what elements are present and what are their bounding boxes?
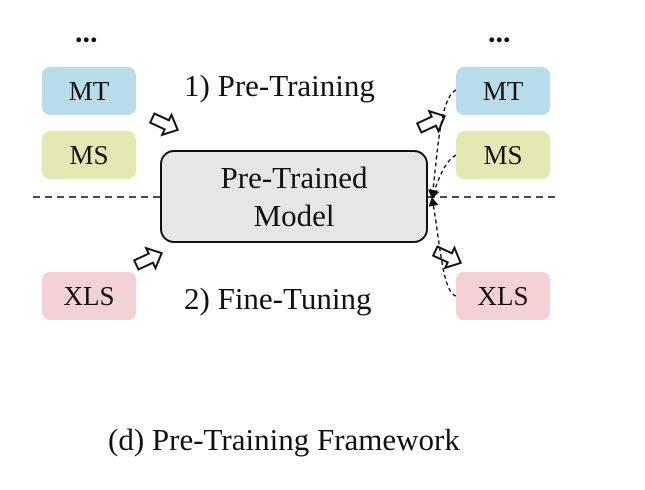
stage-pretraining-label: 1) Pre-Training bbox=[184, 68, 375, 103]
stage-finetuning-label: 2) Fine-Tuning bbox=[184, 281, 372, 316]
model-label-line1: Pre-Trained bbox=[220, 160, 368, 196]
figure-caption: (d) Pre-Training Framework bbox=[108, 422, 460, 457]
right-ellipsis: ... bbox=[488, 16, 511, 49]
right-task-xls: XLS bbox=[456, 272, 550, 320]
dashed-feedback-mt bbox=[428, 89, 457, 199]
pretrained-model-box: Pre-Trained Model bbox=[160, 150, 428, 243]
left-task-xls: XLS bbox=[42, 272, 136, 320]
dashed-feedback-ms bbox=[429, 154, 457, 199]
left-ellipsis: ... bbox=[75, 16, 98, 49]
model-label-line2: Model bbox=[253, 197, 335, 233]
arrow-finetune-out-icon bbox=[431, 245, 463, 270]
arrow-pretrain-in-icon bbox=[148, 112, 180, 137]
dashed-feedback-xls bbox=[428, 197, 457, 297]
right-task-mt: MT bbox=[456, 67, 550, 115]
arrow-finetune-in-icon bbox=[132, 246, 164, 271]
left-task-ms: MS bbox=[42, 131, 136, 179]
left-task-mt: MT bbox=[42, 67, 136, 115]
right-task-ms: MS bbox=[456, 131, 550, 179]
